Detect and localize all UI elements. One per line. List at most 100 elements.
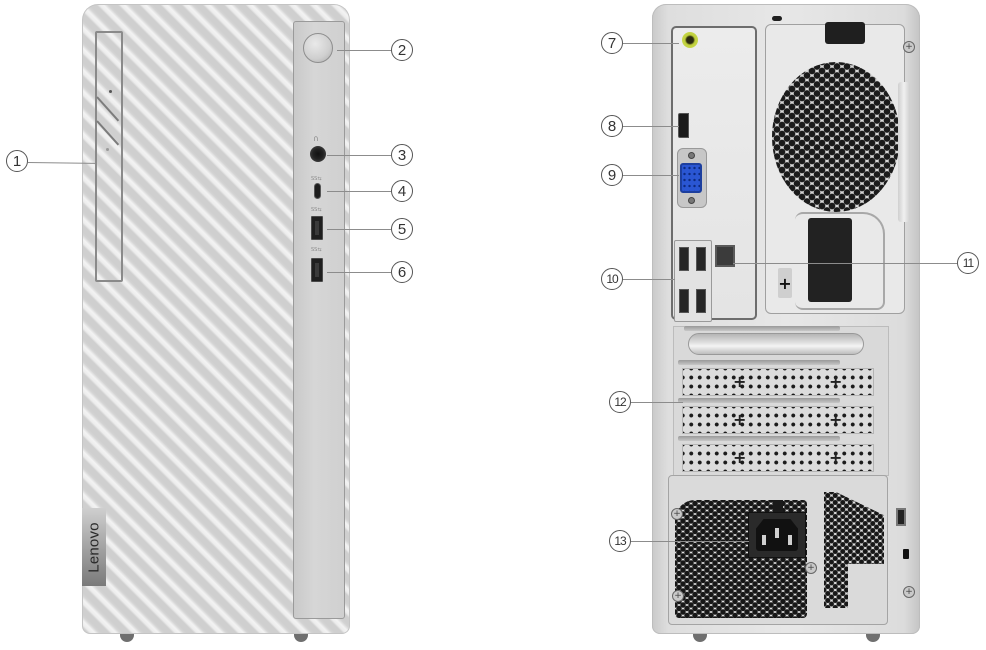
callout-number: 8 bbox=[607, 117, 617, 135]
callout-7: 7 bbox=[601, 32, 623, 54]
screw-icon: + bbox=[805, 562, 817, 574]
superspeed-usb-icon: SS⇆ bbox=[311, 247, 322, 253]
callout-number: 11 bbox=[962, 256, 975, 270]
plus-mark-icon: + bbox=[829, 372, 843, 391]
headset-icon: ∩ bbox=[313, 134, 319, 143]
callout-line-10 bbox=[623, 279, 675, 280]
power-pin bbox=[788, 535, 792, 545]
pcie-bar bbox=[684, 326, 840, 331]
brand-name: Lenovo bbox=[85, 521, 103, 573]
pcie-slot bbox=[682, 406, 874, 434]
front-usb-a-port-1 bbox=[311, 216, 323, 240]
callout-line-9 bbox=[623, 175, 679, 176]
front-io-panel bbox=[293, 21, 345, 619]
screw-icon: + bbox=[672, 590, 684, 602]
plus-mark-icon: + bbox=[829, 448, 843, 467]
callout-2: 2 bbox=[391, 39, 413, 61]
rear-usb-port bbox=[696, 247, 706, 271]
callout-line-3 bbox=[327, 155, 391, 156]
callout-number: 6 bbox=[397, 263, 407, 281]
fan-vent-grill bbox=[772, 62, 900, 212]
callout-line-7 bbox=[623, 43, 679, 44]
callout-number: 4 bbox=[397, 182, 407, 200]
front-usb-a-port-2 bbox=[311, 258, 323, 282]
plus-mark-icon: + bbox=[733, 410, 747, 429]
rear-slot-mark bbox=[772, 16, 782, 21]
callout-number: 2 bbox=[397, 41, 407, 59]
plus-mark-icon: + bbox=[733, 448, 747, 467]
callout-line-4 bbox=[327, 191, 391, 192]
rear-usb-port bbox=[696, 289, 706, 313]
side-usb-port bbox=[896, 508, 906, 526]
callout-1: 1 bbox=[6, 150, 28, 172]
plus-mark-icon: + bbox=[733, 372, 747, 391]
callout-number: 13 bbox=[614, 534, 626, 548]
side-rail bbox=[898, 82, 910, 222]
optical-drive-emergency-eject bbox=[106, 148, 109, 151]
plus-mark-icon: + bbox=[778, 268, 792, 298]
callout-line-1 bbox=[27, 162, 96, 164]
pcie-bar bbox=[678, 360, 840, 365]
superspeed-usb-icon: SS⇆ bbox=[311, 207, 322, 213]
callout-number: 7 bbox=[607, 34, 617, 52]
callout-13: 13 bbox=[609, 530, 631, 552]
optical-drive-bay bbox=[95, 31, 123, 282]
optical-drive-led bbox=[109, 90, 112, 93]
callout-number: 1 bbox=[12, 152, 22, 170]
callout-number: 10 bbox=[606, 272, 618, 286]
rear-hdmi-port bbox=[678, 113, 689, 138]
callout-number: 9 bbox=[607, 166, 617, 184]
superspeed-usb-icon: SS⇆ bbox=[311, 176, 322, 182]
callout-line-8 bbox=[623, 126, 679, 127]
vga-screw bbox=[688, 152, 695, 159]
front-headset-jack bbox=[310, 146, 326, 162]
callout-5: 5 bbox=[391, 218, 413, 240]
callout-line-11 bbox=[733, 263, 957, 264]
rear-usb-port bbox=[679, 247, 689, 271]
callout-11: 11 bbox=[957, 252, 979, 274]
plus-mark-icon: + bbox=[829, 410, 843, 429]
power-inlet-tab bbox=[773, 500, 783, 514]
callout-4: 4 bbox=[391, 180, 413, 202]
pcie-slot bbox=[682, 444, 874, 472]
callout-8: 8 bbox=[601, 115, 623, 137]
callout-number: 5 bbox=[397, 220, 407, 238]
rear-audio-line-out-jack bbox=[682, 32, 698, 48]
callout-line-12 bbox=[631, 402, 683, 403]
callout-10: 10 bbox=[601, 268, 623, 290]
pcie-bar bbox=[678, 436, 840, 441]
rear-vga-port bbox=[680, 163, 702, 193]
cable-guide bbox=[795, 212, 885, 310]
front-usb-c-port bbox=[314, 183, 321, 199]
thumb-screw-icon: + bbox=[903, 41, 915, 53]
callout-line-6 bbox=[327, 272, 391, 273]
callout-9: 9 bbox=[601, 164, 623, 186]
power-button bbox=[303, 33, 333, 63]
pcie-slot-cover bbox=[688, 333, 864, 355]
security-lock-slot bbox=[903, 549, 909, 559]
case-foot bbox=[294, 634, 308, 642]
callout-12: 12 bbox=[609, 391, 631, 413]
lenovo-logo-badge: Lenovo bbox=[82, 508, 106, 586]
callout-line-13 bbox=[631, 541, 749, 542]
callout-line-5 bbox=[327, 229, 391, 230]
power-pin bbox=[775, 528, 779, 538]
screw-icon: + bbox=[671, 508, 683, 520]
case-foot bbox=[693, 634, 707, 642]
rear-latch bbox=[825, 22, 865, 44]
case-foot bbox=[866, 634, 880, 642]
callout-6: 6 bbox=[391, 261, 413, 283]
pcie-slot bbox=[682, 368, 874, 396]
pcie-bar bbox=[678, 398, 840, 403]
power-pin bbox=[762, 535, 766, 545]
rear-ethernet-port bbox=[715, 245, 735, 267]
callout-3: 3 bbox=[391, 144, 413, 166]
screw-icon: + bbox=[903, 586, 915, 598]
vga-screw bbox=[688, 197, 695, 204]
callout-number: 12 bbox=[614, 395, 626, 409]
callout-line-2 bbox=[337, 50, 391, 51]
callout-number: 3 bbox=[397, 146, 407, 164]
internal-bracket bbox=[808, 218, 852, 302]
rear-usb-port bbox=[679, 289, 689, 313]
case-foot bbox=[120, 634, 134, 642]
